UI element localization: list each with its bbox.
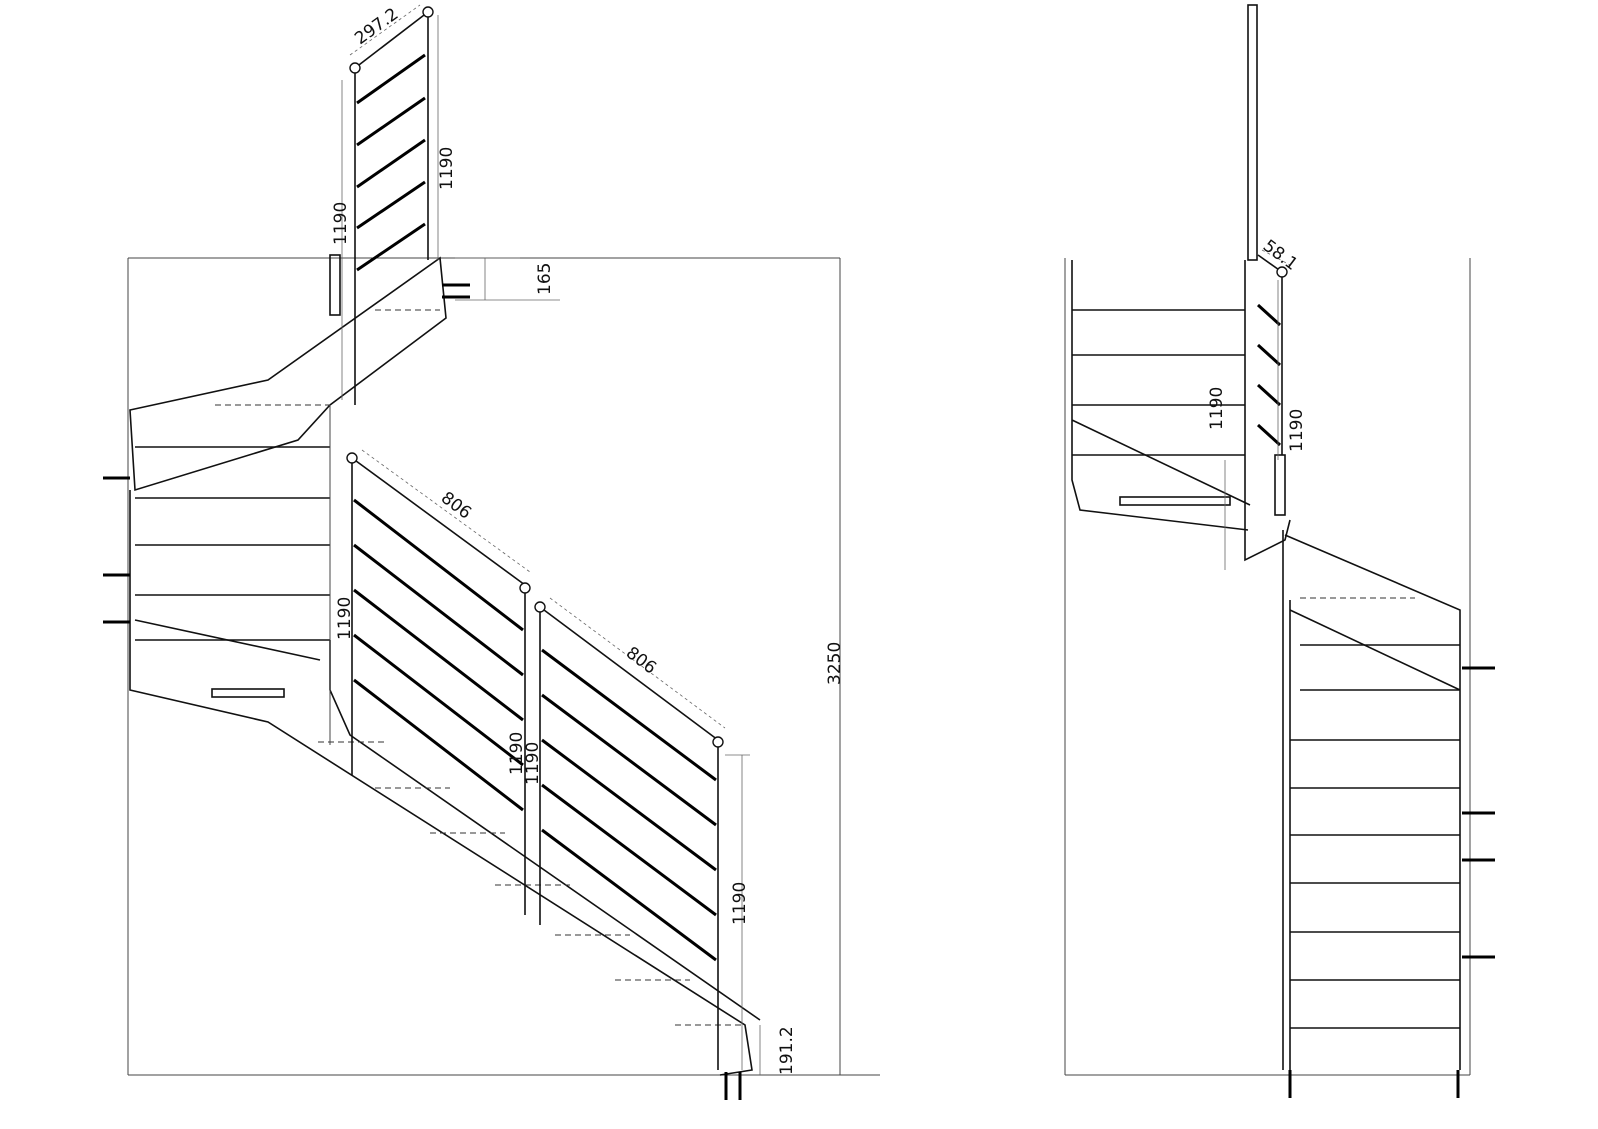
dim-mid-panel: 1190	[335, 597, 355, 640]
dimension-lines	[341, 4, 761, 1075]
dim-mid-rail: 806	[437, 488, 475, 524]
dimension-labels: 297.2 1190 1190 165 806 1190 806 1190 11…	[331, 4, 845, 1075]
dim-landing-offset: 165	[535, 263, 555, 295]
dim-post-a: 1190	[507, 732, 527, 775]
dim-side-height-a: 1190	[1207, 387, 1227, 430]
side-anchors	[1288, 666, 1495, 1098]
wall-anchors	[103, 283, 742, 1100]
side-dimension-lines	[1224, 249, 1291, 570]
side-elevation: 58.1 1190 1190	[1064, 4, 1495, 1098]
dim-end-post: 1190	[730, 882, 750, 925]
middle-handrail-panel	[346, 452, 531, 915]
upper-stringer	[129, 256, 447, 492]
lower-handrail-panel	[534, 601, 724, 1070]
dim-post-b: 1190	[523, 742, 543, 785]
dim-top-rail: 297.2	[351, 4, 402, 49]
landing-stringer	[129, 490, 761, 1076]
outline-box	[127, 257, 880, 1076]
dim-side-height-b: 1190	[1287, 409, 1307, 452]
steps	[135, 309, 745, 1026]
side-steps	[1072, 309, 1460, 1029]
side-handrail	[1256, 254, 1288, 516]
front-elevation: 297.2 1190 1190 165 806 1190 806 1190 11…	[103, 4, 880, 1100]
dim-top-panel-right: 1190	[437, 147, 457, 190]
newel-post	[1247, 4, 1258, 261]
top-handrail-panel	[329, 6, 434, 405]
dim-total-height: 3250	[825, 642, 845, 685]
dim-top-panel-left: 1190	[331, 202, 351, 245]
dim-base-offset: 191.2	[777, 1026, 797, 1075]
